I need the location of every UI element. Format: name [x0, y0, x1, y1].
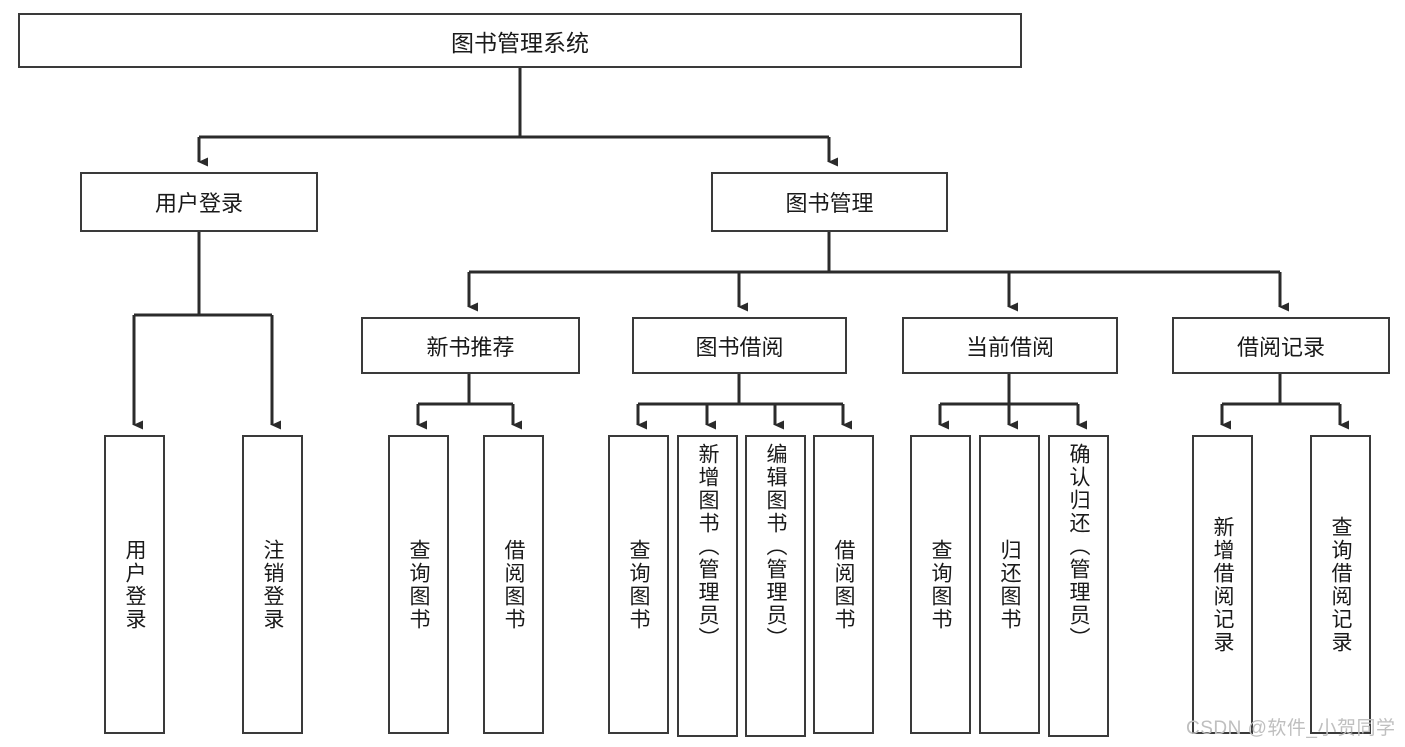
- node-label: 归还图书: [998, 538, 1021, 631]
- node-label: 查询图书: [627, 538, 650, 631]
- leaf-add-borrow-record[interactable]: 新增借阅记录: [1192, 435, 1253, 734]
- leaf-query-book-borrow[interactable]: 查询图书: [608, 435, 669, 734]
- node-label: 图书管理: [785, 191, 874, 216]
- node-label: 新书推荐: [426, 334, 515, 360]
- node-current-borrow[interactable]: 当前借阅: [902, 317, 1118, 374]
- node-label: 查询图书: [929, 538, 952, 631]
- node-label: 借阅图书: [502, 538, 525, 631]
- leaf-query-borrow-record[interactable]: 查询借阅记录: [1310, 435, 1371, 734]
- node-label: 注销登录: [261, 538, 284, 631]
- node-label: 新增图书（管理员）: [696, 443, 719, 650]
- csdn-watermark: CSDN @软件_小贺同学: [1186, 718, 1396, 739]
- leaf-borrow-book-recommend[interactable]: 借阅图书: [483, 435, 544, 734]
- node-label: 编辑图书（管理员）: [764, 443, 787, 650]
- node-label: 确认归还（管理员）: [1067, 443, 1090, 650]
- node-label: 图书管理系统: [451, 29, 589, 56]
- leaf-edit-book-admin[interactable]: 编辑图书（管理员）: [745, 435, 806, 737]
- leaf-borrow-book[interactable]: 借阅图书: [813, 435, 874, 734]
- leaf-query-book-current[interactable]: 查询图书: [910, 435, 971, 734]
- node-label: 查询借阅记录: [1329, 515, 1352, 654]
- node-root-book-management-system[interactable]: 图书管理系统: [18, 13, 1022, 68]
- node-label: 当前借阅: [965, 334, 1054, 360]
- node-user-login[interactable]: 用户登录: [80, 172, 318, 232]
- node-label: 图书借阅: [695, 334, 784, 360]
- node-new-book-recommend[interactable]: 新书推荐: [361, 317, 580, 374]
- leaf-add-book-admin[interactable]: 新增图书（管理员）: [677, 435, 738, 737]
- leaf-query-book-recommend[interactable]: 查询图书: [388, 435, 449, 734]
- node-label: 借阅记录: [1236, 334, 1325, 360]
- node-label: 查询图书: [407, 538, 430, 631]
- node-book-management[interactable]: 图书管理: [711, 172, 948, 232]
- node-label: 新增借阅记录: [1211, 515, 1234, 654]
- leaf-confirm-return-admin[interactable]: 确认归还（管理员）: [1048, 435, 1109, 737]
- node-book-borrow[interactable]: 图书借阅: [632, 317, 847, 374]
- node-label: 借阅图书: [832, 538, 855, 631]
- leaf-logout[interactable]: 注销登录: [242, 435, 303, 734]
- leaf-return-book[interactable]: 归还图书: [979, 435, 1040, 734]
- node-label: 用户登录: [154, 191, 243, 216]
- node-borrow-records[interactable]: 借阅记录: [1172, 317, 1390, 374]
- leaf-user-login[interactable]: 用户登录: [104, 435, 165, 734]
- node-label: 用户登录: [123, 538, 146, 631]
